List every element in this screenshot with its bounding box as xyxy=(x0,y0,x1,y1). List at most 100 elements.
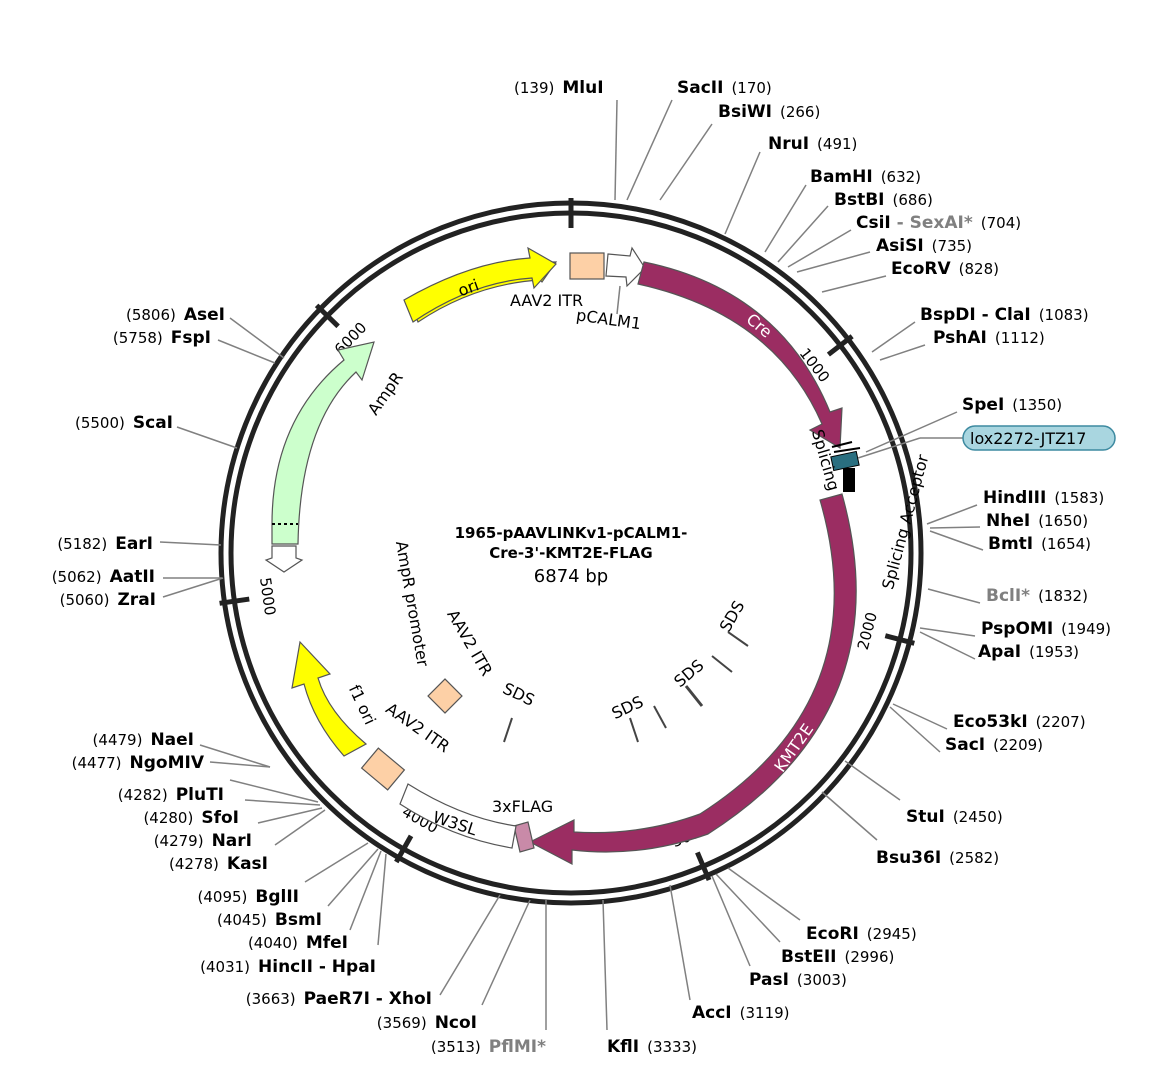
site-bsmi[interactable]: (4045)BsmI xyxy=(217,910,322,930)
plasmid-size: 6874 bp xyxy=(534,566,608,587)
leader-naei xyxy=(199,744,271,768)
feature-aav2-itr-inner[interactable] xyxy=(427,678,463,714)
site-zrai[interactable]: (5060)ZraI xyxy=(60,590,156,610)
ruler-tick-3000 xyxy=(695,851,712,882)
site-pflmi[interactable]: (3513)PflMI* xyxy=(431,1037,546,1057)
site-bspdi-clai[interactable]: BspDI - ClaI(1083) xyxy=(920,305,1089,325)
site-pshai[interactable]: PshAI(1112) xyxy=(933,328,1045,348)
feature-lox-callout[interactable] xyxy=(962,425,1116,451)
site-sfoi[interactable]: (4280)SfoI xyxy=(143,808,239,828)
site-ecorv[interactable]: EcoRV(828) xyxy=(891,259,999,279)
site-csii-sexai[interactable]: CsiI - SexAI*(704) xyxy=(856,213,1021,233)
leader-bmti xyxy=(929,530,984,551)
leader-bglii xyxy=(304,842,369,883)
feature-lox-box[interactable] xyxy=(830,450,860,472)
leader-xhoi xyxy=(439,894,501,996)
site-eco53ki[interactable]: Eco53kI(2207) xyxy=(953,712,1086,732)
feature-ampr[interactable] xyxy=(271,341,375,545)
leader-fspi xyxy=(217,339,276,364)
site-nari[interactable]: (4279)NarI xyxy=(154,831,252,851)
site-fspi[interactable]: (5758)FspI xyxy=(113,328,211,348)
feature-f1-ori[interactable] xyxy=(291,640,368,757)
site-kasi[interactable]: (4278)KasI xyxy=(169,854,268,874)
site-bcli[interactable]: BclI*(1832) xyxy=(986,586,1088,606)
leader-eco53ki xyxy=(892,703,948,730)
leader-bsu36i xyxy=(821,791,878,841)
feature-cre[interactable] xyxy=(637,261,843,450)
site-acci[interactable]: AccI(3119) xyxy=(692,1003,790,1023)
site-bsu36i[interactable]: Bsu36I(2582) xyxy=(876,848,999,868)
site-scai[interactable]: (5500)ScaI xyxy=(75,413,173,433)
site-asei[interactable]: (5806)AseI xyxy=(126,305,225,325)
feature-ori-body[interactable] xyxy=(403,246,557,323)
site-ncoi[interactable]: (3569)NcoI xyxy=(377,1013,477,1033)
sds-3b-line xyxy=(711,655,733,673)
leader-acci xyxy=(669,884,691,1001)
ruler-tick-1000 xyxy=(826,334,854,357)
feature-pcalm1[interactable] xyxy=(605,246,646,288)
site-bsiwi[interactable]: BsiWI(266) xyxy=(718,102,820,122)
site-nhei[interactable]: NheI(1650) xyxy=(986,511,1088,531)
site-asisi[interactable]: AsiSI(735) xyxy=(876,236,972,256)
feature-aav2-itr-top[interactable] xyxy=(569,252,605,280)
site-bamhi[interactable]: BamHI(632) xyxy=(810,167,921,187)
site-mlui[interactable]: (139)MluI xyxy=(514,78,604,98)
sds-3-line xyxy=(684,685,704,707)
leader-bsmi xyxy=(327,848,379,907)
site-mfei[interactable]: (4040)MfeI xyxy=(248,933,348,953)
site-pasi[interactable]: PasI(3003) xyxy=(749,970,847,990)
ruler-tick-2000 xyxy=(884,633,915,646)
splicing-marker-2 xyxy=(833,447,861,453)
ruler-tick-5000 xyxy=(219,596,250,606)
site-ngomiv[interactable]: (4477)NgoMIV xyxy=(72,753,205,773)
leader-sacii xyxy=(626,99,673,201)
feature-flag[interactable] xyxy=(513,821,535,853)
site-pspomi[interactable]: PspOMI(1949) xyxy=(981,619,1111,639)
site-saci[interactable]: SacI(2209) xyxy=(945,735,1043,755)
site-ecori[interactable]: EcoRI(2945) xyxy=(806,924,917,944)
feature-ampr-promoter-label: AmpR promoter xyxy=(392,539,433,668)
site-eari[interactable]: (5182)EarI xyxy=(57,534,153,554)
leader-kasi xyxy=(274,809,326,846)
leader-zrai xyxy=(162,577,224,598)
site-aatii[interactable]: (5062)AatII xyxy=(52,567,155,587)
leader-asisi xyxy=(796,251,871,273)
site-pluti[interactable]: (4282)PluTI xyxy=(118,785,224,805)
splicing-marker-1 xyxy=(831,441,853,448)
leader-ecorv xyxy=(821,275,887,293)
leader-mfei xyxy=(349,850,382,931)
site-stui[interactable]: StuI(2450) xyxy=(906,807,1003,827)
leader-mlui xyxy=(614,99,618,201)
site-apai[interactable]: ApaI(1953) xyxy=(978,642,1079,662)
site-sacii[interactable]: SacII(170) xyxy=(677,78,772,98)
ruler-tick-6000 xyxy=(314,303,340,329)
site-kfli[interactable]: KflI(3333) xyxy=(607,1037,697,1057)
site-hincii-hpai[interactable]: (4031)HincII - HpaI xyxy=(200,957,376,977)
ruler-label-5000: 5000 xyxy=(256,576,279,616)
leader-bspdi xyxy=(871,321,916,353)
leader-apai xyxy=(919,631,976,660)
plasmid-title-line1: 1965-pAAVLINKv1-pCALM1- xyxy=(455,524,688,542)
feature-w3sl[interactable] xyxy=(399,783,517,849)
site-paer7i-xhoi[interactable]: (3663)PaeR7I - XhoI xyxy=(246,989,432,1009)
leader-pspomi xyxy=(919,627,976,637)
feature-ampr-promoter[interactable] xyxy=(264,545,304,573)
feature-aav2-itr-top-label: AAV2 ITR xyxy=(510,291,583,310)
site-bglii[interactable]: (4095)BglII xyxy=(198,887,300,907)
feature-sds-4-label: SDS xyxy=(716,597,749,635)
site-hindiii[interactable]: HindIII(1583) xyxy=(983,488,1104,508)
leader-csii xyxy=(787,229,852,268)
site-bsteii[interactable]: BstEII(2996) xyxy=(781,947,894,967)
leader-hindiii xyxy=(926,504,978,525)
leader-pasi xyxy=(711,875,751,967)
site-spei[interactable]: SpeI(1350) xyxy=(962,395,1062,415)
site-naei[interactable]: (4479)NaeI xyxy=(93,730,194,750)
leader-stui xyxy=(844,760,901,801)
feature-aav2-itr-bottom[interactable] xyxy=(360,747,406,791)
ruler-label-2000: 2000 xyxy=(854,610,881,652)
feature-lox-label: lox2272-JTZ17 xyxy=(970,429,1086,448)
site-bstbi[interactable]: BstBI(686) xyxy=(834,190,933,210)
site-nrui[interactable]: NruI(491) xyxy=(768,134,857,154)
feature-pcalm1-label: pCALM1 xyxy=(575,305,642,333)
site-bmti[interactable]: BmtI(1654) xyxy=(988,534,1091,554)
